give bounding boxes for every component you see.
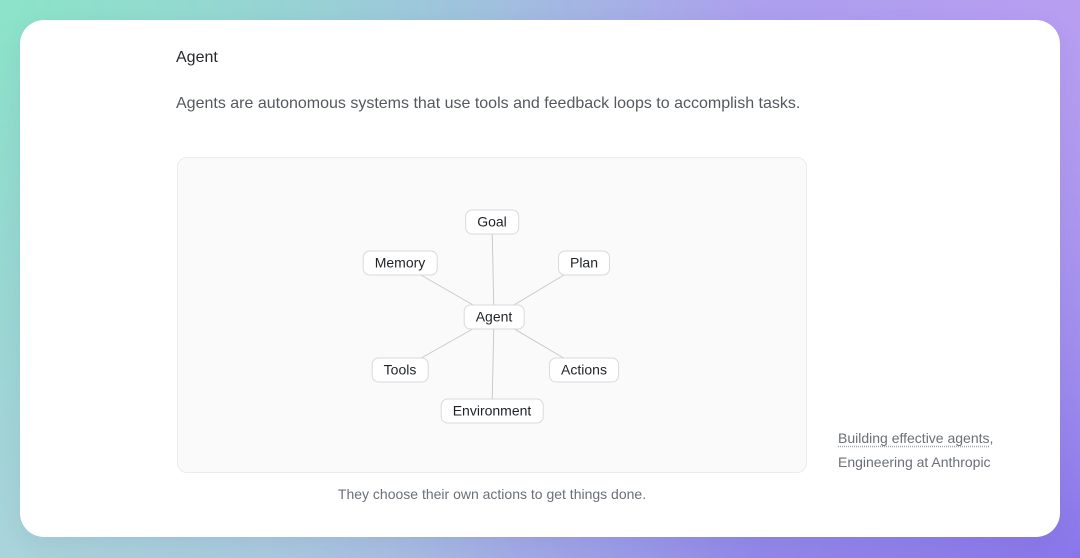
diagram-node-memory: Memory [362,250,438,276]
content-card: Agent Agents are autonomous systems that… [20,20,1060,537]
page-description: Agents are autonomous systems that use t… [176,95,801,112]
reference-secondary: Engineering at Anthropic [838,453,991,470]
diagram-caption: They choose their own actions to get thi… [337,486,647,502]
page-title: Agent [176,49,218,66]
diagram-node-goal: Goal [465,209,519,235]
reference-link[interactable]: Building effective agents [838,430,990,446]
diagram-node-environment: Environment [440,398,544,424]
diagram-node-actions: Actions [549,357,619,383]
reference-note: Building effective agents, Engineering a… [838,427,993,474]
diagram-node-plan: Plan [557,250,611,276]
diagram-node-tools: Tools [371,357,429,383]
reference-link-suffix: , [989,430,994,446]
diagram-node-agent: Agent [463,304,525,330]
